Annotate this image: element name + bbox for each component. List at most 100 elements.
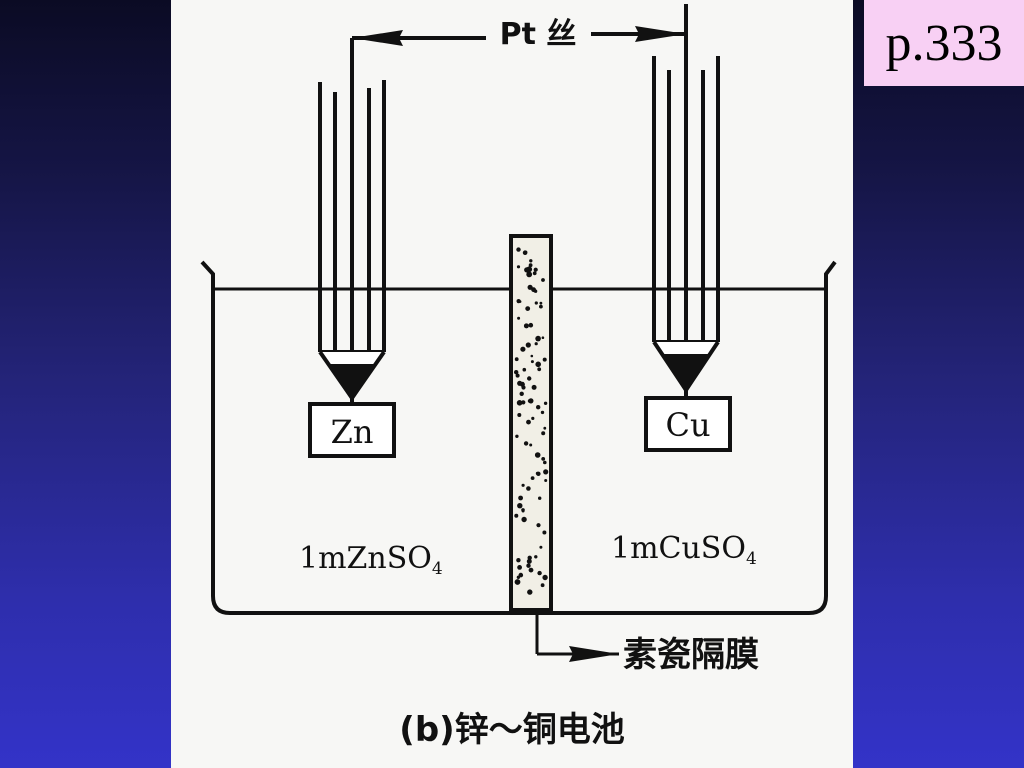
membrane-speckle xyxy=(534,452,541,458)
membrane-speckle xyxy=(515,434,519,438)
membrane-speckle xyxy=(542,530,547,535)
zinc-electrode-label: Zn xyxy=(331,413,374,451)
membrane-speckle xyxy=(531,416,535,420)
membrane-speckle xyxy=(541,336,545,340)
left-solution-formula: 1mZnSO xyxy=(299,541,432,576)
membrane-speckle xyxy=(526,419,531,425)
membrane-speckle xyxy=(530,360,534,364)
membrane-speckle xyxy=(540,583,545,588)
membrane-speckle xyxy=(543,469,549,475)
membrane-speckle xyxy=(517,565,522,570)
membrane-speckle xyxy=(527,284,533,290)
membrane-speckle xyxy=(539,301,543,305)
membrane-speckle xyxy=(525,306,531,311)
membrane-speckle xyxy=(516,558,521,563)
membrane-speckle xyxy=(514,579,521,585)
membrane-speckle xyxy=(534,301,538,305)
membrane-speckle xyxy=(543,460,547,465)
membrane-speckle xyxy=(522,367,527,372)
zinc-electrode xyxy=(308,402,396,458)
membrane-speckle xyxy=(521,483,525,487)
membrane-speckle xyxy=(543,426,547,430)
membrane-speckle xyxy=(527,376,532,381)
membrane-speckle xyxy=(515,373,520,378)
left-solution-subscript: 4 xyxy=(432,559,443,579)
membrane-speckle xyxy=(521,385,526,390)
membrane-speckle xyxy=(524,250,528,254)
membrane-speckle xyxy=(531,287,536,293)
membrane-speckle xyxy=(528,322,534,328)
beaker xyxy=(200,260,837,615)
membrane-speckle xyxy=(531,384,537,390)
membrane-speckle xyxy=(527,589,533,595)
copper-electrode xyxy=(644,396,732,452)
membrane-speckle xyxy=(535,335,541,342)
figure-caption: (b)锌～铜电池 xyxy=(399,710,624,750)
membrane-speckle xyxy=(516,247,521,252)
membrane-speckle xyxy=(542,357,547,362)
membrane-speckle xyxy=(530,476,535,480)
membrane-speckle xyxy=(526,563,531,568)
membrane-speckle xyxy=(523,323,529,329)
membrane-speckle xyxy=(539,545,543,549)
membrane-speckle xyxy=(514,357,519,362)
membrane-speckle xyxy=(519,391,524,396)
membrane-speckle xyxy=(516,299,521,304)
membrane-speckle xyxy=(526,486,531,491)
galvanic-cell-diagram: Pt 丝 素瓷隔膜 xyxy=(200,4,837,750)
right-electrode-holder xyxy=(652,56,720,398)
membrane-speckle xyxy=(536,405,541,410)
membrane-speckle xyxy=(535,361,541,368)
membrane-speckle xyxy=(529,443,533,447)
membrane-speckle xyxy=(514,513,519,518)
membrane-speckle xyxy=(526,558,532,564)
membrane-speckle xyxy=(541,457,546,461)
porous-membrane xyxy=(509,234,553,612)
membrane-pointer-arrowhead xyxy=(569,646,619,662)
membrane-speckle xyxy=(538,496,542,500)
figure-panel: Pt 丝 素瓷隔膜 xyxy=(171,0,853,768)
membrane-speckle xyxy=(542,574,548,581)
wire-arrow-right xyxy=(635,26,686,42)
membrane-speckle xyxy=(527,399,532,403)
membrane-label: 素瓷隔膜 xyxy=(623,635,759,675)
membrane-speckle xyxy=(520,346,526,352)
membrane-speckle xyxy=(525,342,531,348)
membrane-speckle xyxy=(516,400,523,406)
membrane-speckle xyxy=(517,413,522,417)
copper-electrode-label: Cu xyxy=(665,406,710,444)
membrane-speckle xyxy=(526,271,533,278)
membrane-speckle xyxy=(541,278,545,282)
membrane-speckle xyxy=(518,495,523,501)
membrane-speckle xyxy=(535,471,540,476)
membrane-speckle xyxy=(541,431,546,436)
membrane-speckle xyxy=(516,265,521,269)
membrane-speckle xyxy=(534,555,538,559)
membrane-speckle xyxy=(523,441,529,446)
left-electrode-holder xyxy=(318,80,386,404)
membrane-speckle xyxy=(540,410,545,415)
wire-arrow-left xyxy=(352,30,403,46)
membrane-speckle xyxy=(527,555,532,560)
membrane-speckle xyxy=(517,380,523,386)
right-solution-subscript: 4 xyxy=(746,549,757,569)
membrane-speckle xyxy=(528,263,533,268)
membrane-speckle xyxy=(537,367,542,372)
membrane-speckle xyxy=(521,508,525,512)
membrane-speckle xyxy=(534,342,538,346)
membrane-speckle xyxy=(518,572,524,578)
membrane-speckle xyxy=(537,570,542,576)
pt-wire-label: Pt 丝 xyxy=(500,17,577,52)
membrane-speckle xyxy=(532,271,537,276)
right-solution-label: 1mCuSO4 xyxy=(611,531,757,569)
membrane-speckle xyxy=(514,370,519,375)
membrane-speckle xyxy=(521,516,527,523)
page-number-label: p.333 xyxy=(864,0,1024,86)
membrane-speckle xyxy=(529,259,533,263)
membrane-speckle xyxy=(539,304,543,309)
membrane-speckle xyxy=(544,479,548,482)
right-solution-formula: 1mCuSO xyxy=(611,531,746,566)
membrane-speckle xyxy=(517,316,521,320)
membrane-speckle xyxy=(526,266,533,273)
